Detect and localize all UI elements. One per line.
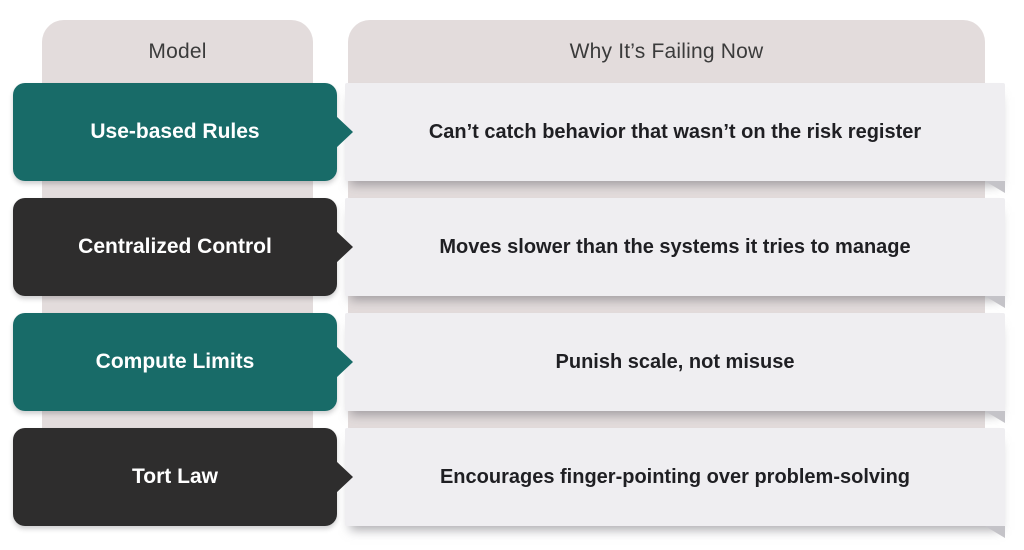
why-cell-text: Punish scale, not misuse	[555, 350, 795, 373]
model-cell: Tort Law	[13, 428, 353, 526]
why-cell: Moves slower than the systems it tries t…	[345, 198, 1005, 308]
arrow-right-icon	[336, 346, 353, 378]
why-cell-text: Moves slower than the systems it tries t…	[439, 235, 911, 258]
why-cell-text: Can’t catch behavior that wasn’t on the …	[428, 120, 922, 143]
why-cell: Can’t catch behavior that wasn’t on the …	[345, 83, 1005, 193]
model-cell-label: Centralized Control	[78, 235, 272, 258]
arrow-right-icon	[336, 116, 353, 148]
model-cell-label: Compute Limits	[95, 350, 255, 373]
arrow-right-icon	[336, 231, 353, 263]
arrow-right-icon	[336, 461, 353, 493]
why-column-header: Why It’s Failing Now	[569, 39, 764, 63]
model-cell: Compute Limits	[13, 313, 353, 411]
why-cell-text: Encourages finger-pointing over problem-…	[439, 465, 911, 488]
model-cell: Use-based Rules	[13, 83, 353, 181]
why-cell: Punish scale, not misuse	[345, 313, 1005, 423]
model-cell-label: Use-based Rules	[90, 120, 260, 143]
why-cell: Encourages finger-pointing over problem-…	[345, 428, 1005, 538]
model-cell-label: Tort Law	[132, 465, 218, 488]
model-cell: Centralized Control	[13, 198, 353, 296]
model-column-header: Model	[148, 39, 207, 63]
